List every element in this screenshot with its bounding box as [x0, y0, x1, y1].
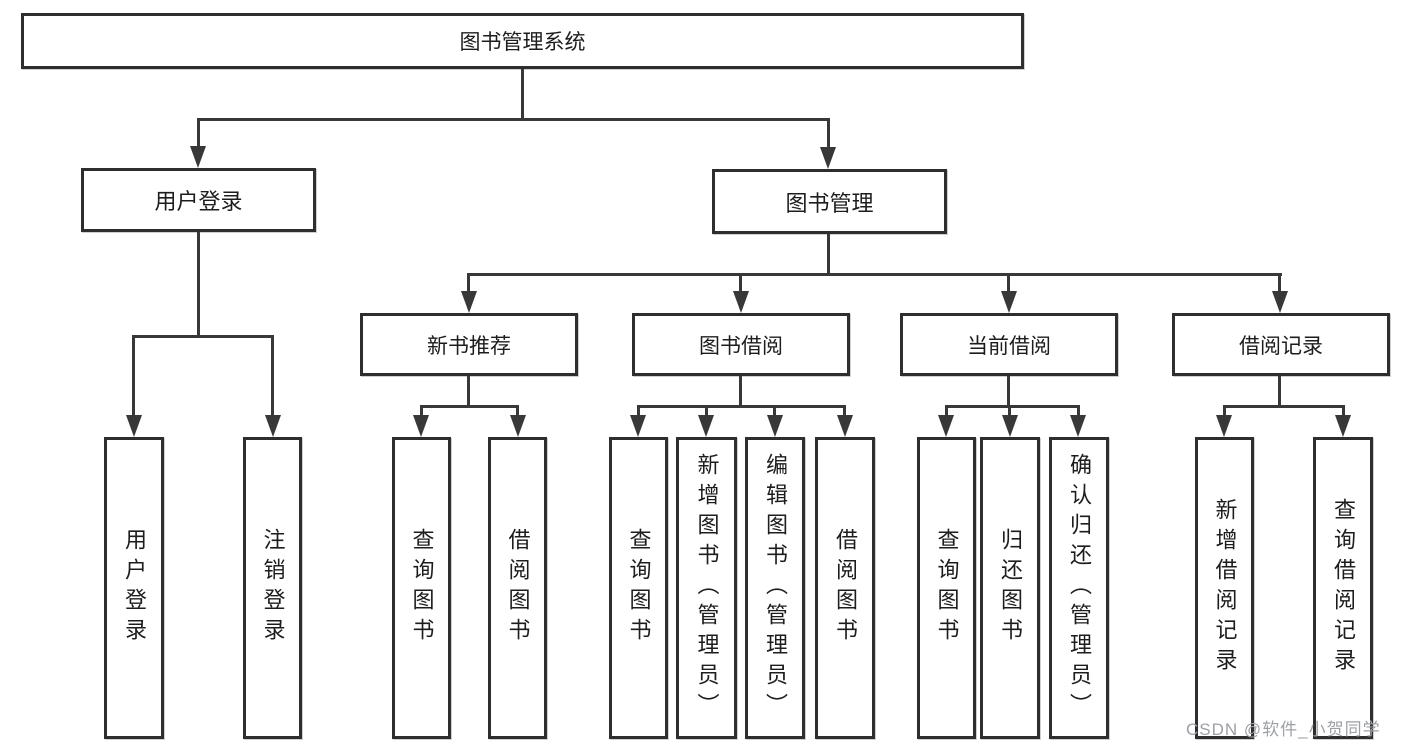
- leaf-add-borrow-record: 新增借阅记录: [1195, 437, 1254, 739]
- leaf-label: 查询借阅记录: [1331, 498, 1356, 678]
- node-book-management-label: 图书管理: [785, 190, 874, 216]
- arrow-down-icon: [1002, 415, 1018, 437]
- connector-user-login-branch: [132, 335, 274, 338]
- leaf-label: 查询图书: [409, 528, 435, 648]
- leaf-label: 注销登录: [260, 528, 286, 648]
- connector-drop-leaf-logout: [271, 335, 274, 417]
- connector-current-branch: [945, 405, 1080, 408]
- connector-drop: [1077, 405, 1080, 417]
- connector-drop: [945, 405, 948, 417]
- arrow-down-icon: [698, 415, 714, 437]
- arrow-down-icon: [1272, 291, 1288, 313]
- connector-recommendation-stem: [467, 376, 470, 407]
- connector-drop: [516, 405, 519, 417]
- node-new-book-recommendation: 新书推荐: [360, 313, 578, 376]
- node-user-login: 用户登录: [81, 168, 316, 232]
- leaf-label: 借阅图书: [505, 528, 531, 648]
- leaf-edit-books-admin: 编辑图书（管理员）: [745, 437, 805, 739]
- connector-records-stem: [1278, 376, 1281, 407]
- csdn-watermark: CSDN @软件_小贺同学: [1186, 720, 1381, 739]
- arrow-down-icon: [510, 415, 526, 437]
- arrow-down-icon: [820, 147, 836, 169]
- leaf-label: 用户登录: [122, 528, 147, 648]
- arrow-down-icon: [265, 415, 281, 437]
- arrow-down-icon: [938, 415, 954, 437]
- connector-drop-book-borrowing: [739, 273, 742, 293]
- node-root: 图书管理系统: [21, 13, 1024, 69]
- arrow-down-icon: [190, 146, 206, 168]
- connector-recommendation-branch: [420, 405, 519, 408]
- connector-user-login-stem: [197, 232, 200, 337]
- leaf-logout: 注销登录: [243, 437, 302, 739]
- leaf-add-books-admin: 新增图书（管理员）: [676, 437, 737, 739]
- arrow-down-icon: [733, 291, 749, 313]
- connector-records-branch: [1223, 405, 1345, 408]
- connector-borrowing-stem: [739, 376, 742, 407]
- leaf-query-borrow-record: 查询借阅记录: [1313, 437, 1373, 739]
- leaf-query-books-current: 查询图书: [917, 437, 976, 739]
- connector-book-management-stem: [827, 234, 830, 275]
- connector-current-stem: [1007, 376, 1010, 407]
- node-current-borrowing-label: 当前借阅: [967, 334, 1051, 358]
- leaf-label: 查询图书: [626, 528, 652, 648]
- node-new-book-recommendation-label: 新书推荐: [427, 334, 511, 358]
- connector-drop: [1342, 405, 1345, 417]
- leaf-query-books-recommend: 查询图书: [392, 437, 451, 739]
- node-borrowing-records-label: 借阅记录: [1239, 334, 1323, 358]
- arrow-down-icon: [1335, 415, 1351, 437]
- leaf-label: 借阅图书: [833, 528, 858, 648]
- connector-root-branch: [197, 118, 830, 121]
- connector-drop: [1223, 405, 1226, 417]
- arrow-down-icon: [413, 415, 429, 437]
- leaf-label: 查询图书: [934, 528, 960, 648]
- node-borrowing-records: 借阅记录: [1172, 313, 1390, 376]
- arrow-down-icon: [461, 291, 477, 313]
- leaf-label: 新增借阅记录: [1212, 498, 1238, 678]
- arrow-down-icon: [1070, 415, 1086, 437]
- leaf-confirm-return-admin: 确认归还（管理员）: [1049, 437, 1109, 739]
- node-book-borrowing: 图书借阅: [632, 313, 850, 376]
- node-user-login-label: 用户登录: [154, 189, 243, 214]
- connector-book-management-branch: [467, 273, 1282, 276]
- arrow-down-icon: [1001, 291, 1017, 313]
- connector-drop: [420, 405, 423, 417]
- node-root-label: 图书管理系统: [459, 31, 586, 54]
- node-current-borrowing: 当前借阅: [900, 313, 1118, 376]
- connector-drop-new-book-recommendation: [467, 273, 470, 293]
- leaf-label: 编辑图书（管理员）: [763, 453, 788, 723]
- arrow-down-icon: [126, 415, 142, 437]
- leaf-label: 归还图书: [998, 528, 1023, 648]
- connector-drop-user-login: [197, 118, 200, 148]
- node-book-management: 图书管理: [712, 169, 947, 234]
- arrow-down-icon: [1216, 415, 1232, 437]
- node-book-borrowing-label: 图书借阅: [699, 334, 783, 358]
- leaf-return-books: 归还图书: [980, 437, 1040, 739]
- arrow-down-icon: [837, 415, 853, 437]
- connector-drop: [1008, 405, 1011, 417]
- connector-drop-current-borrowing: [1007, 273, 1010, 293]
- connector-drop: [843, 405, 846, 417]
- connector-drop: [773, 405, 776, 417]
- leaf-label: 新增图书（管理员）: [694, 453, 720, 723]
- connector-drop: [637, 405, 640, 417]
- arrow-down-icon: [630, 415, 646, 437]
- leaf-borrow-books-recommend: 借阅图书: [488, 437, 547, 739]
- connector-drop-borrowing-records: [1278, 273, 1281, 293]
- leaf-query-books-borrowing: 查询图书: [609, 437, 668, 739]
- connector-borrowing-branch: [637, 405, 846, 408]
- connector-root-stem: [521, 69, 524, 120]
- connector-drop: [705, 405, 708, 417]
- leaf-label: 确认归还（管理员）: [1067, 453, 1092, 723]
- leaf-borrow-books-borrowing: 借阅图书: [815, 437, 875, 739]
- arrow-down-icon: [767, 415, 783, 437]
- connector-drop-book-management: [827, 118, 830, 149]
- leaf-user-login: 用户登录: [104, 437, 164, 739]
- connector-drop-leaf-user-login: [132, 335, 135, 417]
